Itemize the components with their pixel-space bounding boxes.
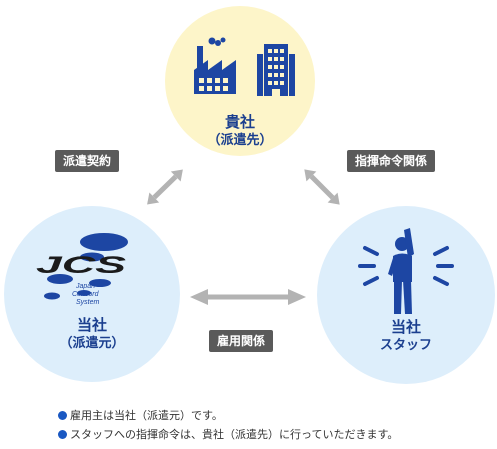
note-text: スタッフへの指揮命令は、貴社（派遣先）に行っていただきます。 (70, 428, 399, 441)
note-text: 雇用主は当社（派遣元）です。 (70, 409, 223, 422)
notes-list: 雇用主は当社（派遣元）です。 スタッフへの指揮命令は、貴社（派遣先）に行っていた… (58, 406, 398, 444)
employment-label: 雇用関係 (209, 330, 274, 352)
command-label: 指揮命令関係 (347, 150, 436, 172)
bullet-icon (58, 411, 67, 420)
note-item: スタッフへの指揮命令は、貴社（派遣先）に行っていただきます。 (58, 425, 398, 444)
cheering-person-icon (358, 228, 454, 314)
logo-text-line1: Japan (75, 283, 95, 290)
logo-text-line2: Concord (72, 291, 100, 298)
staff-title: 当社 (390, 318, 421, 336)
employment-arrow (190, 289, 306, 305)
client-label: 貴社 （派遣先） (140, 113, 340, 150)
bullet-icon (58, 430, 67, 439)
dispatcher-subtitle: （派遣元） (59, 336, 125, 351)
command-arrow (304, 169, 340, 205)
dispatcher-title: 当社 (76, 316, 107, 334)
contract-label: 派遣契約 (55, 150, 120, 172)
factory-icon (194, 37, 236, 94)
company-logo: JCS Japan Concord System (36, 233, 128, 306)
dispatcher-label: 当社 （派遣元） (0, 316, 192, 353)
office-building-icon (257, 44, 295, 96)
contract-arrow (147, 169, 183, 205)
staff-subtitle: スタッフ (379, 338, 432, 353)
staff-label: 当社 スタッフ (306, 318, 497, 355)
client-title: 貴社 (224, 113, 255, 131)
double-arrow-icon (147, 169, 340, 305)
logo-letters: JCS (36, 252, 126, 279)
note-item: 雇用主は当社（派遣元）です。 (58, 406, 398, 425)
logo-text-line3: System (76, 299, 100, 306)
client-subtitle: （派遣先） (207, 133, 273, 148)
